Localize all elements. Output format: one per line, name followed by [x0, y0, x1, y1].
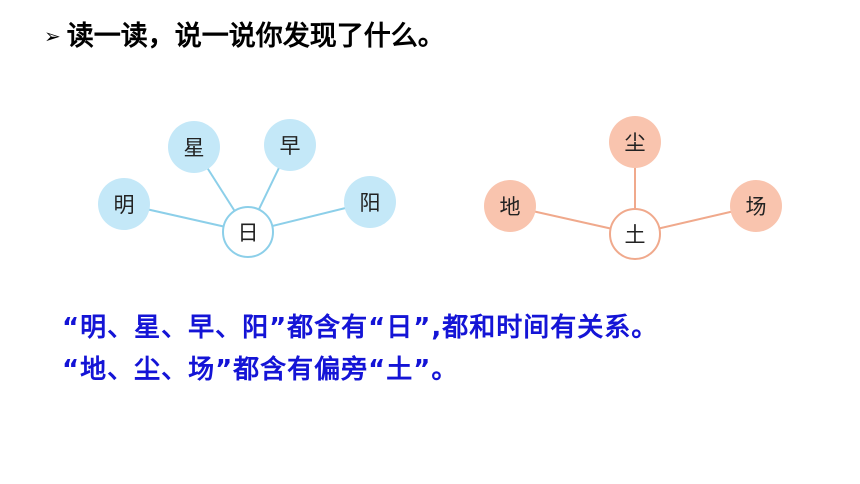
- svg-text:明: 明: [114, 193, 135, 217]
- leaf-node-yang: 阳: [344, 176, 396, 228]
- arrow-bullet-icon: ➢: [44, 24, 61, 48]
- leaf-node-xing: 星: [168, 121, 220, 173]
- center-node-tu: 土: [609, 208, 661, 260]
- svg-text:阳: 阳: [360, 191, 381, 215]
- instruction-text: 读一读，说一说你发现了什么。: [66, 21, 445, 52]
- diagram-tu: 地 尘 场 土: [484, 116, 782, 260]
- svg-text:土: 土: [625, 223, 646, 247]
- explanation-line-tu: “地、尘、场”都含有偏旁“土”。: [62, 355, 459, 385]
- leaf-node-chen: 尘: [609, 116, 661, 168]
- leaf-node-ming: 明: [98, 178, 150, 230]
- svg-text:尘: 尘: [625, 131, 646, 155]
- svg-text:场: 场: [746, 195, 767, 219]
- instruction-title: ➢读一读，说一说你发现了什么。: [44, 14, 445, 53]
- svg-text:日: 日: [238, 221, 259, 245]
- center-node-ri: 日: [222, 206, 274, 258]
- svg-text:早: 早: [280, 134, 301, 158]
- explanation-line-ri: “明、星、早、阳”都含有“日”,都和时间有关系。: [62, 313, 659, 343]
- leaf-node-di: 地: [484, 180, 536, 232]
- diagram-ri: 明 星 早 阳 日: [98, 119, 396, 258]
- leaf-node-zao: 早: [264, 119, 316, 171]
- svg-text:地: 地: [500, 195, 521, 219]
- leaf-node-chang: 场: [730, 180, 782, 232]
- svg-text:星: 星: [184, 136, 205, 160]
